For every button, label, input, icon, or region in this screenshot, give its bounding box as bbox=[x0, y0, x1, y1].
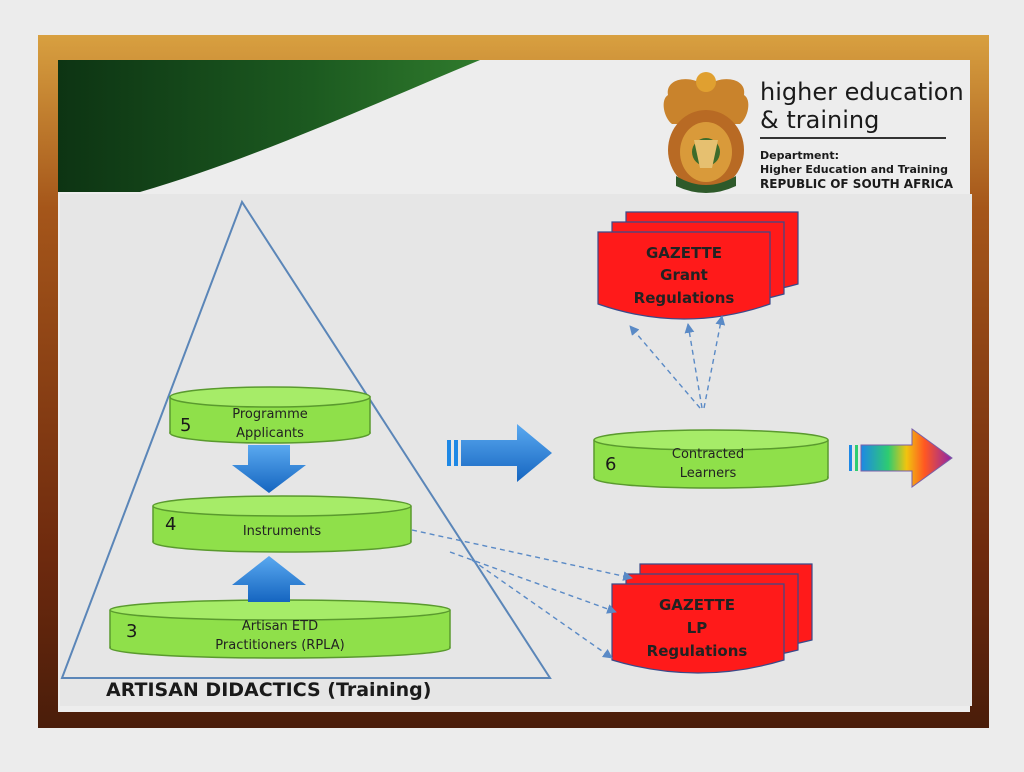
node-label-contracted: Contracted bbox=[672, 447, 744, 462]
dept-line-3: REPUBLIC OF SOUTH AFRICA bbox=[760, 177, 954, 191]
node-number-5: 5 bbox=[180, 415, 191, 436]
arrow-down-5-to-4 bbox=[232, 445, 306, 493]
doc-grant-line-3: Regulations bbox=[634, 289, 735, 307]
node-number-6: 6 bbox=[605, 454, 616, 475]
node-label-practitioners: Practitioners (RPLA) bbox=[215, 638, 344, 653]
node-artisan-practitioners: 3 Artisan ETD Practitioners (RPLA) bbox=[109, 599, 451, 659]
doc-lp-line-3: Regulations bbox=[647, 642, 748, 660]
doc-grant-line-2: Grant bbox=[660, 266, 708, 284]
arrow-right-to-contracted bbox=[447, 424, 552, 482]
rainbow-output-arrow bbox=[849, 428, 953, 488]
header-green-sweep bbox=[58, 60, 480, 192]
connectors-to-lp bbox=[411, 529, 633, 659]
arrow-up-3-to-4 bbox=[232, 556, 306, 602]
dept-line-1: Department: bbox=[760, 149, 839, 162]
node-label-learners: Learners bbox=[680, 466, 737, 481]
document-gazette-lp: GAZETTE LP Regulations bbox=[611, 563, 813, 674]
node-label-instruments: Instruments bbox=[243, 524, 322, 539]
node-contracted-learners: 6 Contracted Learners bbox=[593, 429, 829, 489]
doc-lp-line-2: LP bbox=[687, 619, 708, 637]
node-label-programme: Programme bbox=[232, 407, 308, 422]
pyramid-triangle bbox=[60, 199, 552, 679]
node-label-applicants: Applicants bbox=[236, 426, 304, 441]
connectors-to-grant bbox=[629, 315, 726, 409]
diagram-caption: ARTISAN DIDACTICS (Training) bbox=[106, 679, 431, 701]
document-gazette-grant: GAZETTE Grant Regulations bbox=[597, 211, 799, 320]
brand-line-2: & training bbox=[760, 106, 879, 134]
node-number-4: 4 bbox=[165, 514, 176, 535]
coat-of-arms-logo bbox=[663, 72, 749, 193]
brand-line-1: higher education bbox=[760, 78, 964, 106]
node-programme-applicants: 5 Programme Applicants bbox=[169, 386, 371, 444]
node-label-artisan-etd: Artisan ETD bbox=[242, 619, 318, 634]
node-instruments: 4 Instruments bbox=[152, 495, 412, 553]
node-number-3: 3 bbox=[126, 621, 137, 642]
doc-grant-line-1: GAZETTE bbox=[646, 244, 722, 262]
dept-line-2: Higher Education and Training bbox=[760, 163, 948, 176]
doc-lp-line-1: GAZETTE bbox=[659, 596, 735, 614]
